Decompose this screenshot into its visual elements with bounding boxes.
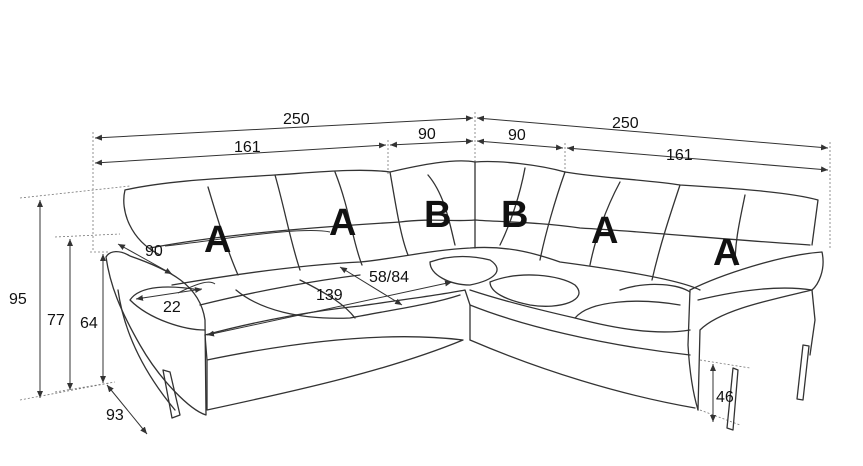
label-left-module-width: 161 — [234, 139, 261, 156]
dimension-lines — [37, 115, 829, 435]
leader-90 — [164, 230, 331, 247]
label-right-corner-width: 90 — [508, 127, 526, 144]
dim-line-139 — [206, 280, 453, 337]
sofa-outline — [105, 160, 824, 431]
dim-line-22 — [135, 287, 203, 301]
label-back-height: 77 — [47, 312, 65, 329]
label-left-corner-width: 90 — [418, 126, 436, 143]
label-total-right-width: 250 — [612, 115, 639, 132]
leader-22 — [177, 281, 216, 294]
right-back-leg — [796, 344, 810, 401]
dimension-labels: 250 250 161 90 90 161 95 77 64 93 46 90 … — [9, 111, 734, 424]
label-right-module-width: 161 — [666, 147, 693, 164]
dim-line-250-right — [476, 115, 829, 151]
label-total-left-width: 250 — [283, 111, 310, 128]
dim-line-250-left — [94, 115, 474, 141]
dim-line-161-right — [566, 145, 829, 173]
label-armrest-width: 22 — [163, 299, 181, 316]
extension-lines — [19, 112, 831, 426]
dim-line-161-left — [94, 142, 387, 166]
module-label: B — [501, 194, 528, 236]
module-label: A — [204, 219, 231, 261]
label-seat-depth: 58/84 — [369, 269, 409, 286]
module-label: B — [424, 194, 451, 236]
module-label: A — [713, 232, 740, 274]
label-leg-height: 46 — [716, 389, 734, 406]
dim-line-58-84 — [339, 266, 403, 306]
right-front-leg — [726, 367, 739, 431]
dim-line-90-left — [389, 138, 474, 148]
module-labels: A A B B A A — [204, 194, 740, 274]
left-leg — [162, 369, 181, 419]
dim-line-90-right — [476, 138, 564, 151]
label-total-height: 95 — [9, 291, 27, 308]
label-seat-width: 139 — [316, 287, 343, 304]
module-label: A — [591, 210, 618, 252]
dim-line-93 — [106, 384, 148, 435]
label-armrest-length: 90 — [145, 243, 163, 260]
label-armrest-height: 64 — [80, 315, 98, 332]
module-label: A — [329, 202, 356, 244]
label-depth: 93 — [106, 407, 124, 424]
